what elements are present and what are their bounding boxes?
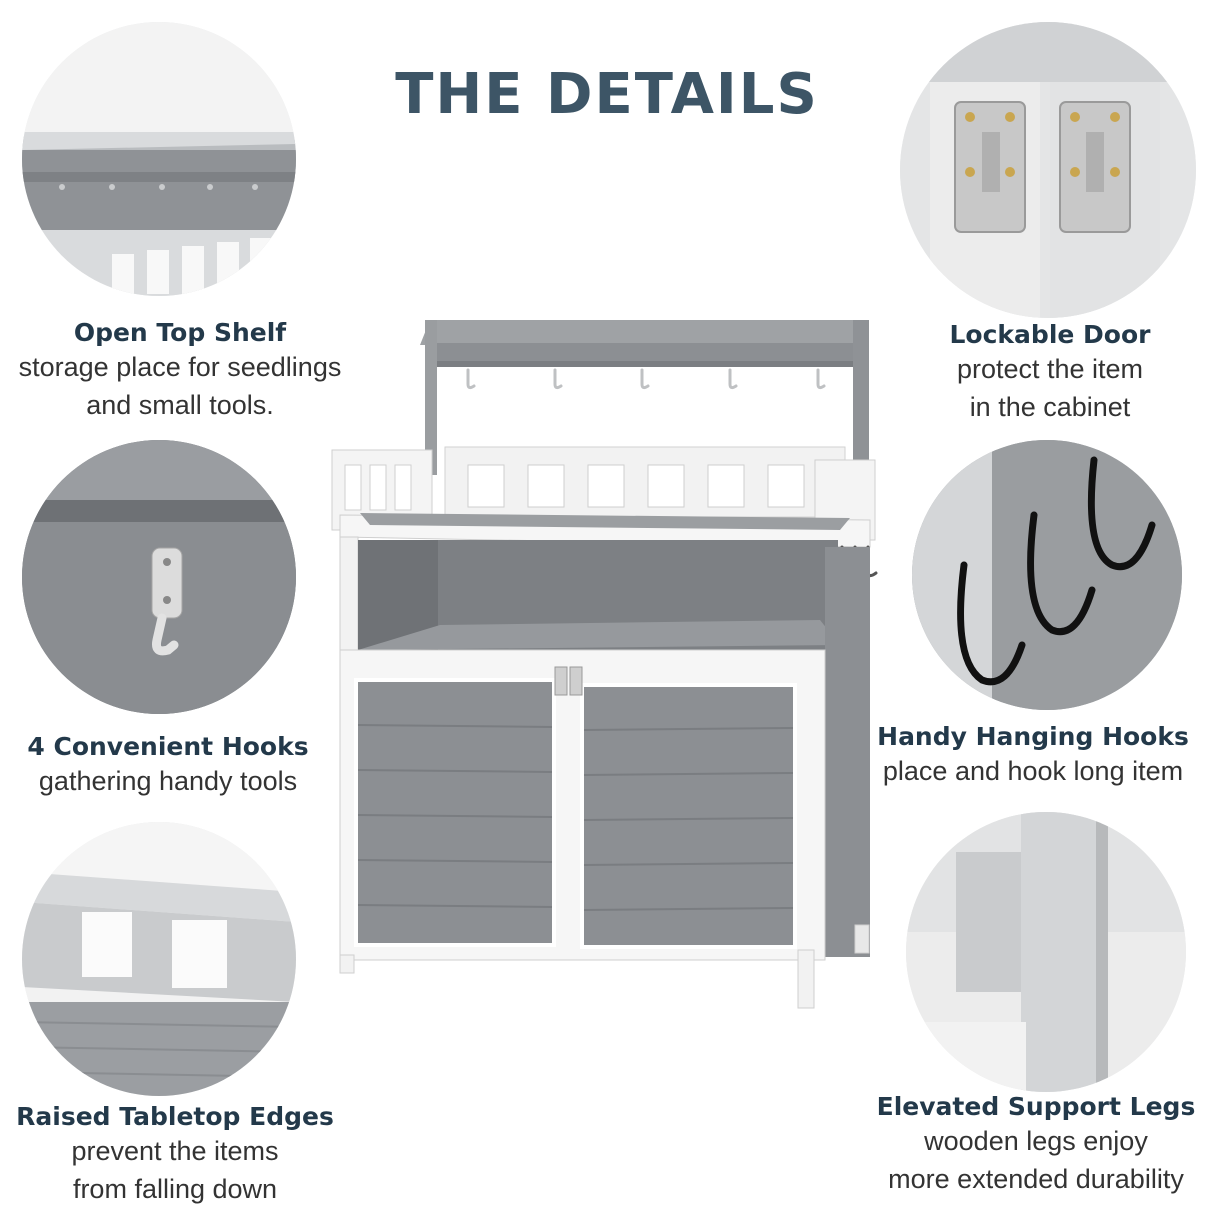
raised-edges-photo <box>22 822 296 1096</box>
feature-text: and small tools. <box>86 390 274 420</box>
feature-convenient-hooks: 4 Convenient Hooks gathering handy tools <box>0 732 336 800</box>
feature-raised-tabletop-edges: Raised Tabletop Edges prevent the items … <box>0 1102 350 1208</box>
hook-photo <box>22 440 296 714</box>
feature-lockable-door: Lockable Door protect the item in the ca… <box>900 320 1200 426</box>
potting-bench-image <box>320 315 890 1015</box>
feature-text: in the cabinet <box>969 392 1131 422</box>
feature-text: prevent the items <box>71 1136 279 1166</box>
feature-text: protect the item <box>956 354 1144 384</box>
feature-heading: Raised Tabletop Edges <box>16 1102 334 1131</box>
feature-text: wooden legs enjoy <box>924 1126 1148 1156</box>
feature-text: storage place for seedlings <box>18 352 342 382</box>
feature-open-top-shelf: Open Top Shelf storage place for seedlin… <box>0 318 360 424</box>
feature-text: place and hook long item <box>882 756 1184 786</box>
feature-elevated-support-legs: Elevated Support Legs wooden legs enjoy … <box>858 1092 1214 1198</box>
feature-handy-hanging-hooks: Handy Hanging Hooks place and hook long … <box>858 722 1208 790</box>
legs-photo <box>906 812 1186 1092</box>
feature-heading: Handy Hanging Hooks <box>877 722 1189 751</box>
feature-heading: 4 Convenient Hooks <box>27 732 309 761</box>
lock-photo <box>900 22 1196 318</box>
hanging-hooks-photo <box>912 440 1182 710</box>
feature-text: gathering handy tools <box>38 766 298 796</box>
open-top-shelf-photo <box>22 22 296 296</box>
page-title: THE DETAILS <box>395 62 819 127</box>
feature-text: more extended durability <box>888 1164 1184 1194</box>
feature-text: from falling down <box>72 1174 278 1204</box>
feature-heading: Elevated Support Legs <box>876 1092 1196 1121</box>
feature-heading: Lockable Door <box>949 320 1151 349</box>
feature-heading: Open Top Shelf <box>73 318 287 347</box>
